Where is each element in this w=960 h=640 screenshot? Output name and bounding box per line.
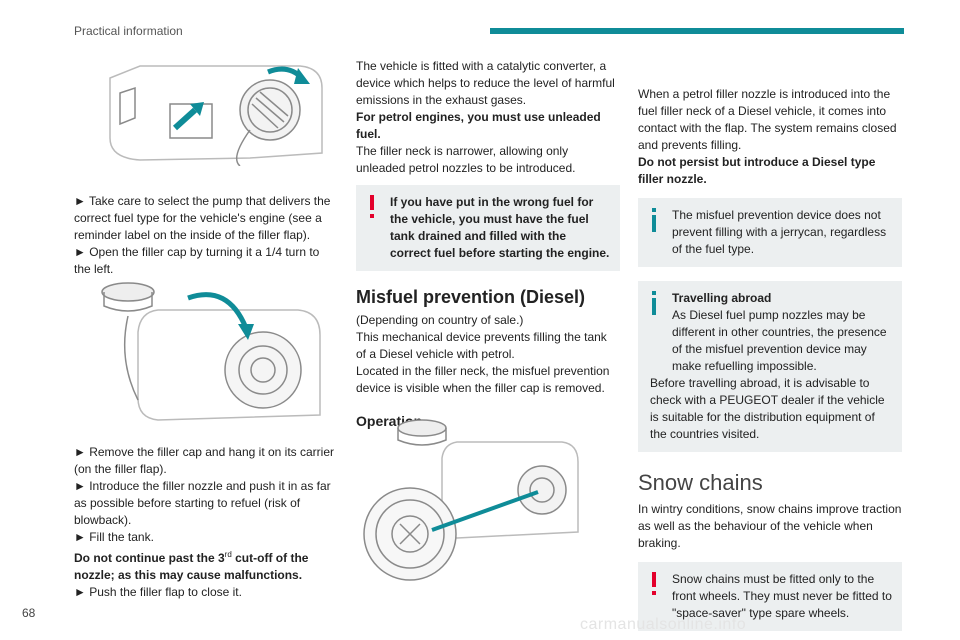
misfuel-country: (Depending on country of sale.) bbox=[356, 313, 524, 327]
travelling-abroad-title: Travelling abroad bbox=[672, 291, 772, 305]
step-fill-tank: ► Fill the tank. bbox=[74, 530, 154, 544]
petrol-nozzle-explanation: When a petrol filler nozzle is introduce… bbox=[638, 87, 897, 152]
filler-cap-turn-illustration bbox=[109, 65, 323, 166]
step-remove-cap: ► Remove the filler cap and hang it on i… bbox=[74, 445, 334, 476]
page-number: 68 bbox=[22, 606, 36, 620]
step-introduce-nozzle: ► Introduce the filler nozzle and push i… bbox=[74, 479, 331, 527]
exclamation-icon bbox=[652, 572, 656, 595]
column-left: ► Take care to select the pump that deli… bbox=[74, 193, 338, 278]
step-close-flap: ► Push the filler flap to close it. bbox=[74, 585, 242, 599]
column-right: When a petrol filler nozzle is introduce… bbox=[638, 86, 902, 631]
travelling-abroad-p1: As Diesel fuel pump nozzles may be diffe… bbox=[672, 308, 887, 373]
wrong-fuel-alert-text: If you have put in the wrong fuel for th… bbox=[390, 195, 610, 260]
exclamation-icon bbox=[370, 195, 374, 218]
column-middle: The vehicle is fitted with a catalytic c… bbox=[356, 58, 620, 430]
snow-chains-intro: In wintry conditions, snow chains improv… bbox=[638, 502, 902, 550]
info-icon bbox=[652, 208, 656, 232]
travelling-abroad-info-box: Travelling abroad As Diesel fuel pump no… bbox=[638, 281, 902, 452]
jerrycan-info-box: The misfuel prevention device does not p… bbox=[638, 198, 902, 267]
header-accent-bar bbox=[490, 28, 904, 34]
watermark: carmanualsonline.info bbox=[580, 616, 747, 633]
warning-cutoff: Do not continue past the 3rd cut-off of … bbox=[74, 550, 309, 582]
step-select-pump: ► Take care to select the pump that deli… bbox=[74, 194, 331, 242]
wrong-fuel-alert: If you have put in the wrong fuel for th… bbox=[356, 185, 620, 271]
unleaded-requirement: For petrol engines, you must use unleade… bbox=[356, 110, 601, 141]
snow-chains-alert: Snow chains must be fitted only to the f… bbox=[638, 562, 902, 631]
travelling-abroad-p2: Before travelling abroad, it is advisabl… bbox=[650, 376, 885, 441]
step-open-cap: ► Open the filler cap by turning it a 1/… bbox=[74, 245, 320, 276]
filler-cap-remove-illustration bbox=[101, 282, 321, 421]
misfuel-purpose: This mechanical device prevents filling … bbox=[356, 330, 607, 361]
catalytic-intro: The vehicle is fitted with a catalytic c… bbox=[356, 59, 615, 107]
use-diesel-nozzle: Do not persist but introduce a Diesel ty… bbox=[638, 155, 876, 186]
snow-chains-alert-text: Snow chains must be fitted only to the f… bbox=[672, 572, 892, 620]
section-title-snow-chains: Snow chains bbox=[638, 470, 763, 495]
info-icon bbox=[652, 291, 656, 315]
section-title-misfuel: Misfuel prevention (Diesel) bbox=[356, 287, 586, 307]
misfuel-device-illustration bbox=[363, 419, 579, 581]
running-header: Practical information bbox=[74, 24, 183, 38]
jerrycan-info-text: The misfuel prevention device does not p… bbox=[672, 208, 887, 256]
misfuel-location: Located in the filler neck, the misfuel … bbox=[356, 364, 610, 395]
filler-neck-note: The filler neck is narrower, allowing on… bbox=[356, 144, 576, 175]
column-left-lower: ► Remove the filler cap and hang it on i… bbox=[74, 444, 338, 601]
